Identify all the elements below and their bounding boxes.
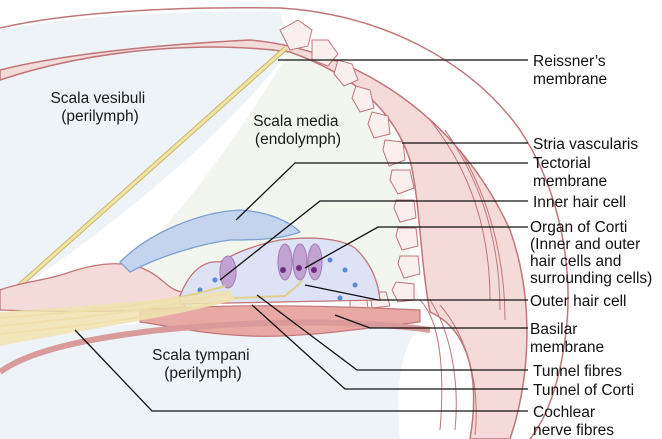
region-scala-tympani: Scala tympani (perilymph) xyxy=(152,347,254,382)
leader-cochlear-nerve xyxy=(74,329,528,412)
label-stria-vascularis: Stria vascularis xyxy=(533,136,638,153)
label-outer-hair-cell: Outer hair cell xyxy=(530,293,626,310)
upper-wall xyxy=(0,6,569,439)
label-organ-of-corti: Organ of Corti (Inner and outer hair cel… xyxy=(530,219,652,287)
nerve-bundle xyxy=(0,290,235,346)
leader-organ-of-corti xyxy=(304,226,528,269)
label-tunnel-of-corti: Tunnel of Corti xyxy=(533,382,634,399)
label-inner-hair-cell: Inner hair cell xyxy=(533,194,626,211)
leader-inner-hair-cell xyxy=(219,200,528,281)
leader-lines xyxy=(74,59,528,412)
leader-outer-hair-cell xyxy=(304,284,528,301)
label-basilar-membrane: Basilar membrane xyxy=(530,321,604,356)
stria-vascularis-cells xyxy=(279,19,421,309)
leader-basilar xyxy=(334,314,528,329)
hair-cell-nuclei xyxy=(280,265,317,273)
cell-nuclei xyxy=(197,257,358,301)
label-tunnel-fibres: Tunnel fibres xyxy=(533,363,622,380)
region-scala-media: Scala media (endolymph) xyxy=(253,113,343,148)
leader-tectorial xyxy=(235,162,528,221)
tectorial-membrane xyxy=(119,209,302,273)
spiral-ligament xyxy=(0,39,528,439)
label-cochlear-nerve-fibres: Cochlear nerve fibres xyxy=(533,404,614,439)
scala-vestibuli-area xyxy=(0,11,290,292)
leader-tunnel-of-corti xyxy=(251,304,528,390)
leader-tunnel-fibres xyxy=(256,294,528,371)
label-tectorial-membrane: Tectorial membrane xyxy=(533,155,607,190)
lower-bony-wall xyxy=(0,319,431,375)
label-reissners-membrane: Reissner’s membrane xyxy=(533,53,610,88)
region-scala-vestibuli: Scala vesibuli (perilymph) xyxy=(50,90,149,125)
scala-tympani-area xyxy=(0,316,420,439)
